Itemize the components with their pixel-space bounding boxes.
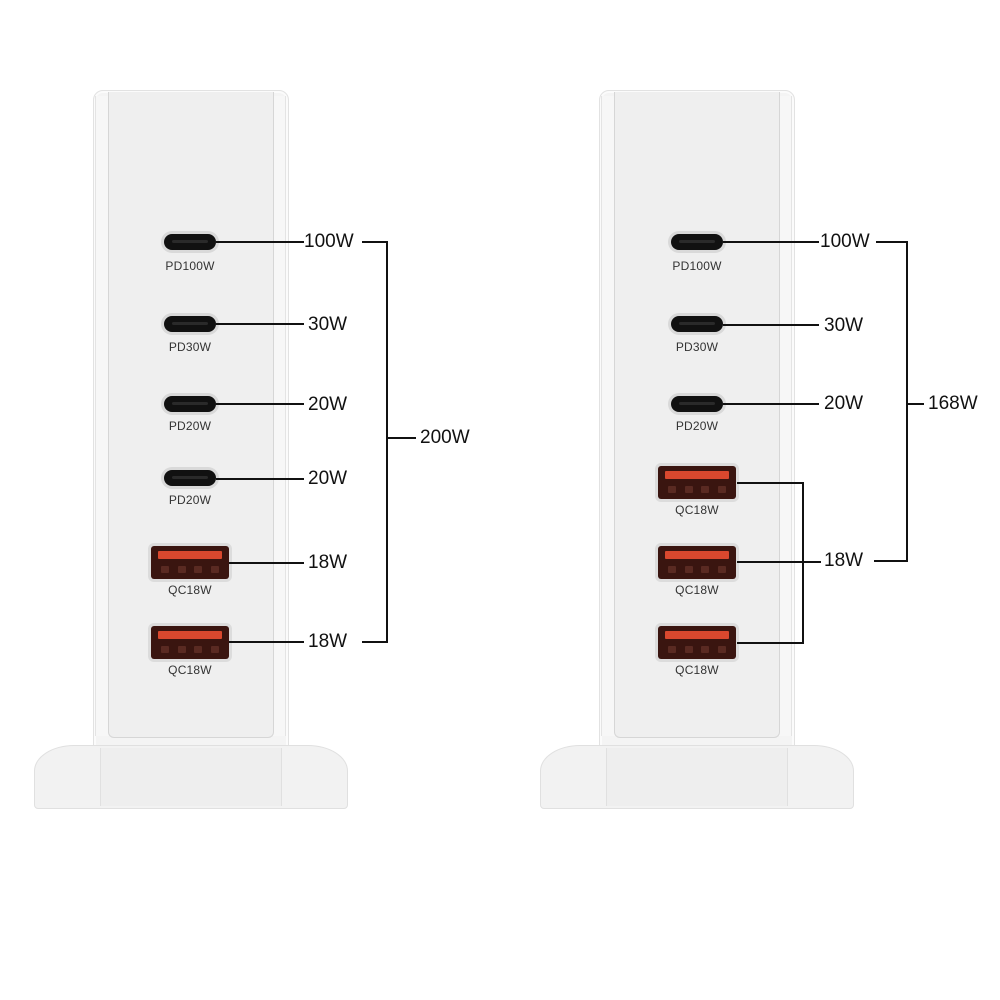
total-power-label: 200W (420, 427, 470, 448)
port-power-label: 20W (308, 468, 348, 489)
leader-line (874, 560, 908, 562)
port-label: QC18W (675, 583, 719, 597)
port-label: QC18W (168, 663, 212, 677)
port-power-label: 30W (824, 315, 864, 336)
usb-a-group-bracket (802, 482, 804, 644)
leader-line (876, 241, 908, 243)
port-label: PD100W (672, 259, 722, 273)
leader-line (723, 241, 819, 243)
usb-a-group-line (737, 642, 804, 644)
leader-line (723, 403, 819, 405)
port-label: PD20W (168, 493, 212, 507)
port-label: PD20W (675, 419, 719, 433)
port-power-label: 20W (824, 393, 864, 414)
leader-line (216, 478, 304, 480)
usb-c-port (164, 396, 216, 412)
usb-a-port (658, 546, 736, 579)
leader-line (362, 641, 388, 643)
usb-c-port (164, 470, 216, 486)
port-label: PD30W (675, 340, 719, 354)
port-power-label: 18W (308, 552, 348, 573)
usb-c-port (671, 396, 723, 412)
total-power-label: 168W (928, 393, 978, 414)
port-power-label: 30W (308, 314, 348, 335)
leader-line (216, 241, 304, 243)
leader-line (216, 403, 304, 405)
usb-c-port (164, 234, 216, 250)
port-power-label: 18W (308, 631, 348, 652)
usb-a-group-line (737, 482, 804, 484)
leader-line (229, 562, 304, 564)
port-label: PD20W (168, 419, 212, 433)
total-bracket-tick (906, 403, 924, 405)
total-bracket (386, 241, 388, 643)
total-bracket-tick (386, 437, 416, 439)
port-label: QC18W (168, 583, 212, 597)
leader-line (216, 323, 304, 325)
usb-c-port (671, 234, 723, 250)
port-label: QC18W (675, 663, 719, 677)
usb-a-group-line (737, 561, 821, 563)
port-label: PD100W (165, 259, 215, 273)
left-charger-base-front (100, 748, 282, 806)
right-charger-base-front (606, 748, 788, 806)
leader-line (723, 324, 819, 326)
port-power-label: 100W (304, 231, 354, 252)
leader-line (362, 241, 388, 243)
usb-a-port (151, 626, 229, 659)
port-label: PD30W (168, 340, 212, 354)
usb-a-port (658, 626, 736, 659)
total-bracket (906, 241, 908, 562)
port-power-label: 100W (820, 231, 870, 252)
shared-usb-a-power-label: 18W (824, 550, 864, 571)
port-power-label: 20W (308, 394, 348, 415)
usb-c-port (671, 316, 723, 332)
usb-c-port (164, 316, 216, 332)
usb-a-port (658, 466, 736, 499)
leader-line (229, 641, 304, 643)
usb-a-port (151, 546, 229, 579)
port-label: QC18W (675, 503, 719, 517)
